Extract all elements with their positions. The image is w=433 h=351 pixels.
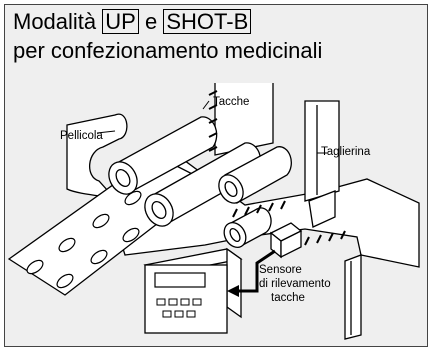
registration-marks-horizontal [232, 200, 346, 246]
cutter [304, 100, 362, 340]
signal-cable [227, 249, 276, 297]
figure-panel: Modalità UP e SHOT-B per confezionamento… [4, 4, 428, 347]
leader-lines [96, 100, 327, 154]
label-film: Pellicola [60, 130, 103, 142]
feed-rollers [108, 116, 262, 227]
registration-marks-vertical [208, 90, 218, 152]
center-rollers [218, 146, 292, 248]
title-prefix: Modalità [13, 9, 97, 34]
label-marks: Tacche [213, 96, 249, 108]
machine-diagram: Pellicola Tacche Taglierina Sensore di r… [7, 83, 420, 340]
label-cutter: Taglierina [321, 146, 371, 158]
label-sensor-line-1: Sensore [259, 264, 302, 276]
label-sensor-line-2: di rilevamento [259, 278, 331, 290]
title-line: Modalità UP e SHOT-B [13, 9, 252, 35]
label-sensor-line-3: tacche [271, 292, 305, 304]
mode-shotb-box: SHOT-B [163, 9, 252, 34]
subtitle: per confezionamento medicinali [13, 38, 323, 63]
title-joiner: e [144, 9, 158, 34]
controller [143, 247, 243, 334]
mode-up-box: UP [102, 9, 139, 34]
